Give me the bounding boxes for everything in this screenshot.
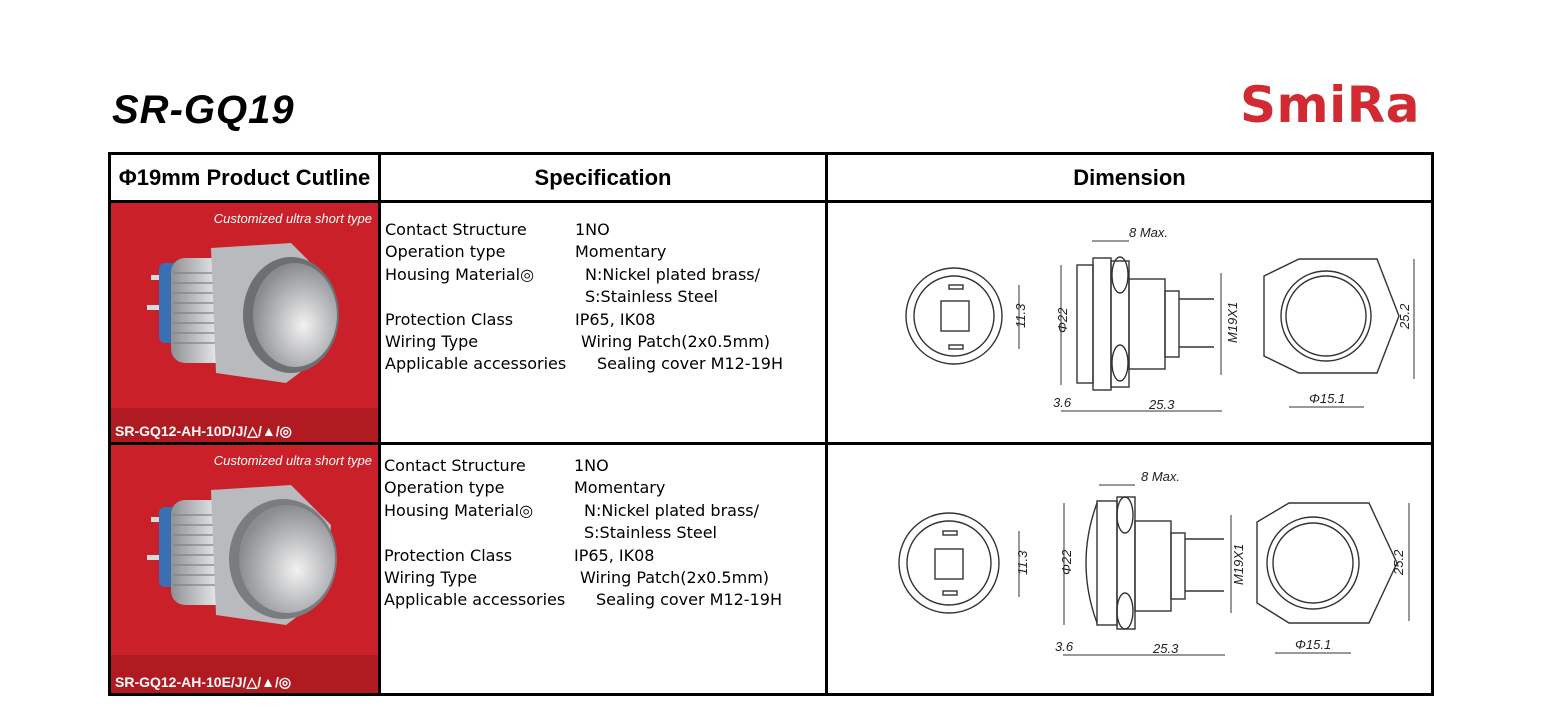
spec-row: S:Stainless Steel [584,523,717,543]
brand-logo: SmiRa [1240,76,1420,134]
dim-d1: 11.3 [1015,550,1030,575]
dim-hex: 25.2 [1391,549,1406,576]
product-photo: Customized ultra short type SR-GQ12-AH-1… [111,445,378,693]
header-specification: Specification [534,165,672,190]
dim-d2: Φ22 [1059,549,1074,575]
dim-d1: 11.3 [1013,303,1028,328]
dimension-drawing: 8 Max. 11.3 Φ22 M19X1 25.2 Φ15.1 3.6 25.… [905,225,1415,412]
push-button-image [111,203,378,442]
divider [825,155,828,693]
dim-max: 8 Max. [1141,469,1180,484]
photo-tag: Customized ultra short type [213,453,372,468]
dimension-drawing: 8 Max. 11.3 Φ22 M19X1 25.2 Φ15.1 3.6 25.… [898,469,1410,656]
dim-a: 3.6 [1055,639,1074,654]
photo-tag: Customized ultra short type [213,211,372,226]
dim-thread: M19X1 [1225,302,1240,343]
dim-inner: Φ15.1 [1295,637,1331,652]
dim-hex: 25.2 [1397,303,1412,330]
divider [111,442,1431,445]
spec-row: Housing Material◎N:Nickel plated brass/ [384,500,760,520]
dim-max: 8 Max. [1129,225,1168,240]
spec-row: Housing Material◎N:Nickel plated brass/ [385,264,761,284]
model-caption: SR-GQ12-AH-10D/J/△/▲/◎ [115,423,292,439]
product-title: SR-GQ19 [112,88,295,132]
dim-b: 25.3 [1148,397,1175,412]
spec-table: Φ19mm Product Cutline Specification Dime… [108,152,1434,696]
header-dimension: Dimension [1073,165,1186,190]
product-photo: Customized ultra short type SR-GQ12-AH-1… [111,203,378,442]
divider [111,200,1431,203]
dim-d2: Φ22 [1055,307,1070,333]
dim-b: 25.3 [1152,641,1179,656]
dim-thread: M19X1 [1231,544,1246,585]
divider [378,155,381,693]
spec-row: S:Stainless Steel [585,287,718,307]
dim-a: 3.6 [1053,395,1072,410]
model-caption: SR-GQ12-AH-10E/J/△/▲/◎ [115,674,292,690]
header-cutline: Φ19mm Product Cutline [118,165,371,190]
dim-inner: Φ15.1 [1309,391,1345,406]
push-button-image [111,445,378,693]
